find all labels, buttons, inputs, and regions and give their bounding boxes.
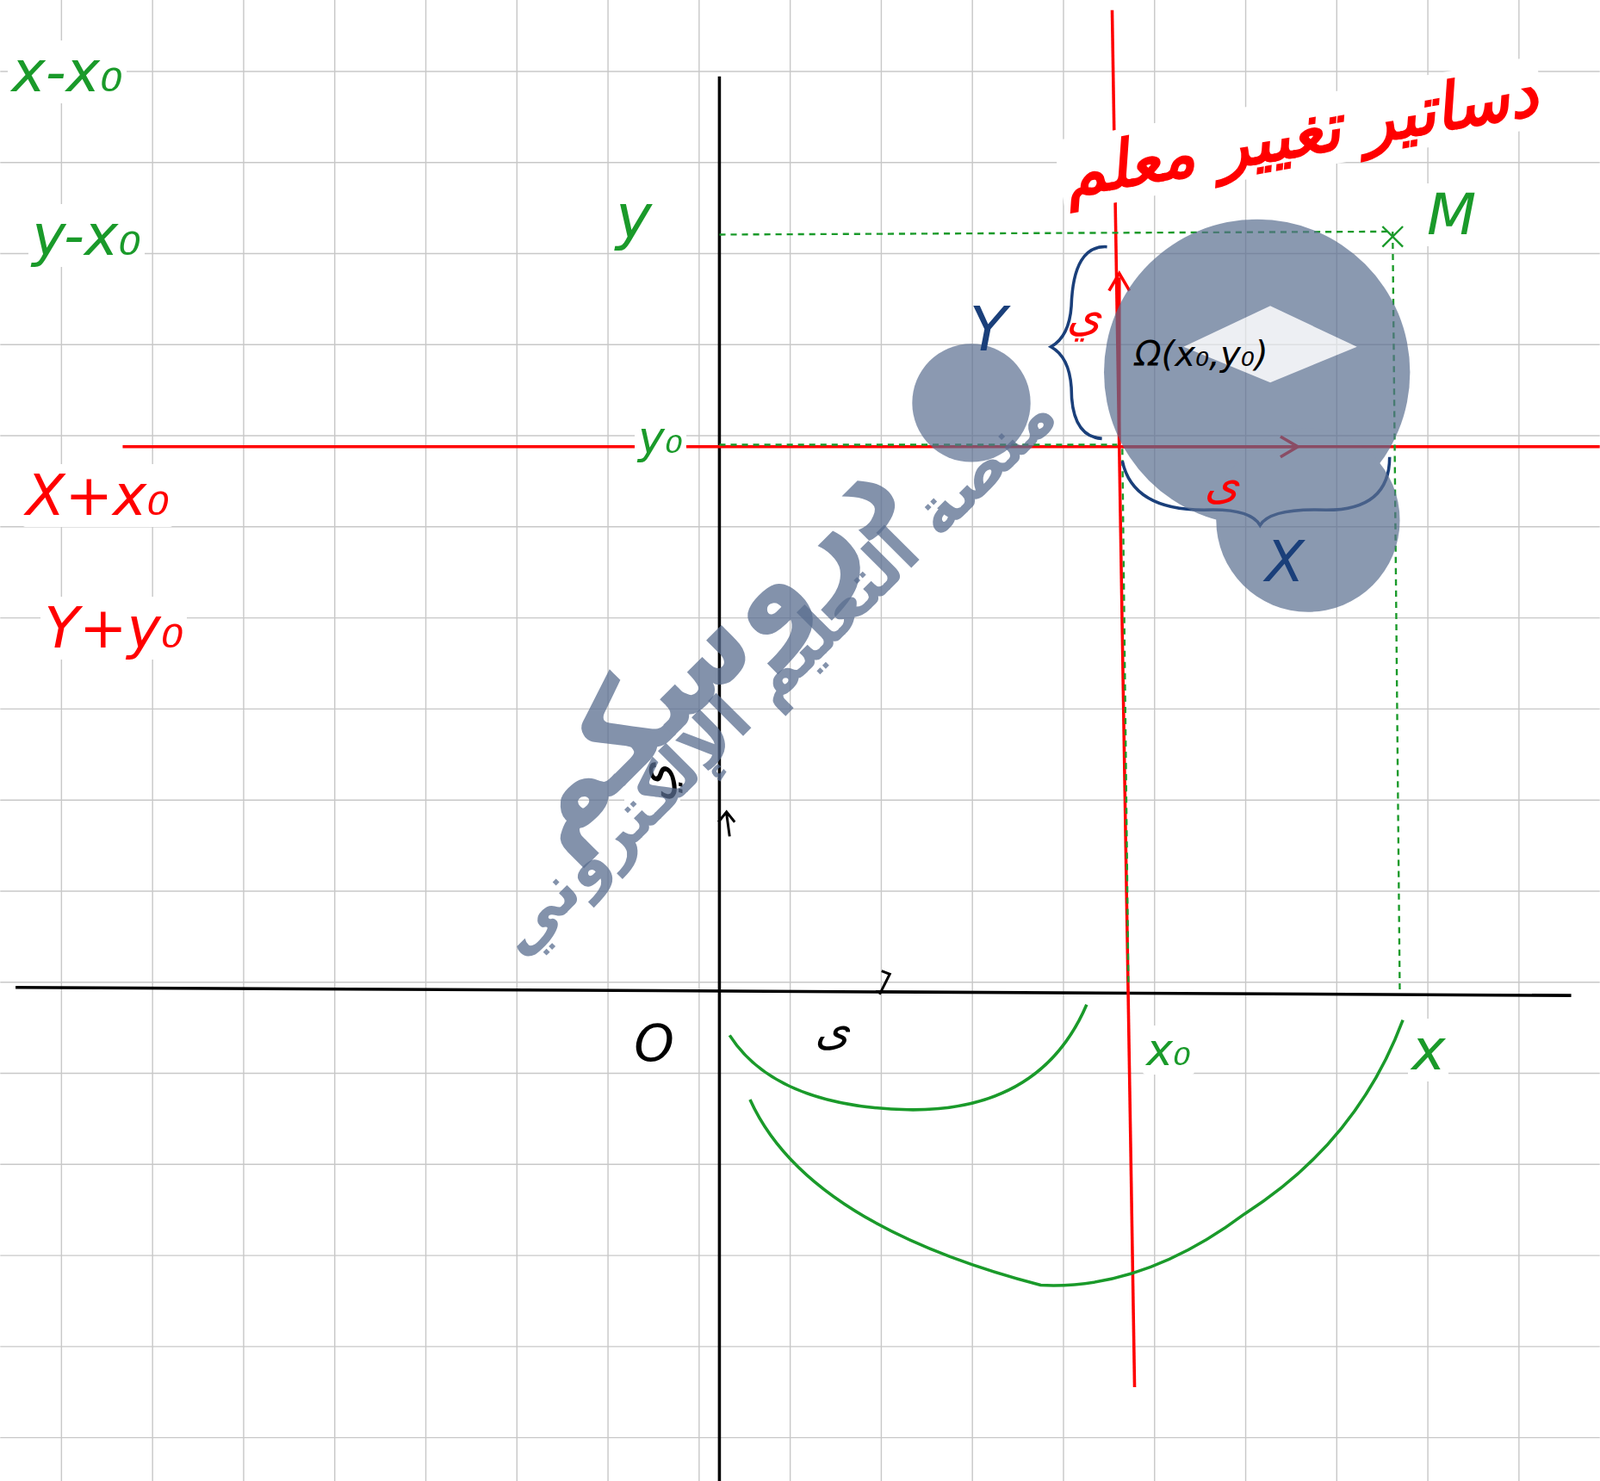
- point-m: [1382, 226, 1403, 248]
- coordinate-label: X: [1265, 530, 1304, 594]
- grid-line: [0, 799, 1600, 800]
- grid-line: [0, 890, 1600, 892]
- grid-line: [1153, 0, 1155, 1481]
- grid-line: [0, 253, 1600, 255]
- grid-line: [0, 1345, 1600, 1347]
- distance-arcs: [729, 1004, 1403, 1286]
- grid-line: [0, 981, 1600, 983]
- grid-line: [0, 161, 1600, 163]
- formula: X+x₀: [22, 464, 174, 528]
- unit-vector-label: ى: [811, 1004, 854, 1055]
- watermark: منصة التعليم الإلكتروني: [479, 378, 1071, 970]
- point-label: M: [1423, 183, 1480, 247]
- new-y-axis: [1111, 10, 1135, 1388]
- watermark: دروسكم: [479, 423, 927, 871]
- x-axis: [15, 987, 1571, 996]
- grid-line: [0, 1164, 1600, 1166]
- unit-vector-label: ى: [1203, 458, 1240, 509]
- origin-label: Ω(x₀,y₀): [1134, 334, 1269, 373]
- grid-line: [880, 0, 882, 1481]
- formula: Y+y₀: [40, 596, 187, 660]
- origin-label: O: [630, 1015, 678, 1072]
- axis-label: y₀: [634, 413, 687, 463]
- grid-line: [0, 1437, 1600, 1439]
- grid-line: [242, 0, 244, 1481]
- grid-line: [0, 1254, 1600, 1256]
- grid-line: [425, 0, 427, 1481]
- grid-line: [334, 0, 335, 1481]
- unit-vector-label: ي: [1066, 291, 1102, 341]
- grid-line: [971, 0, 973, 1481]
- grid-line: [0, 70, 1600, 72]
- coordinate-label: Y: [969, 296, 1007, 364]
- axis-label: x₀: [1142, 1025, 1195, 1075]
- formula: x-x₀: [7, 40, 126, 104]
- grid-line: [0, 708, 1600, 710]
- grid-line: [151, 0, 153, 1481]
- formula: y-x₀: [28, 204, 145, 267]
- grid-line: [1518, 0, 1520, 1481]
- axis-label: y: [612, 183, 656, 251]
- unit-vectors-o: [718, 812, 890, 995]
- grid-line: [789, 0, 791, 1481]
- grid-line: [0, 1072, 1600, 1074]
- grid-line: [1062, 0, 1064, 1481]
- axis-label: x: [1407, 1018, 1449, 1082]
- grid-line: [1336, 0, 1338, 1481]
